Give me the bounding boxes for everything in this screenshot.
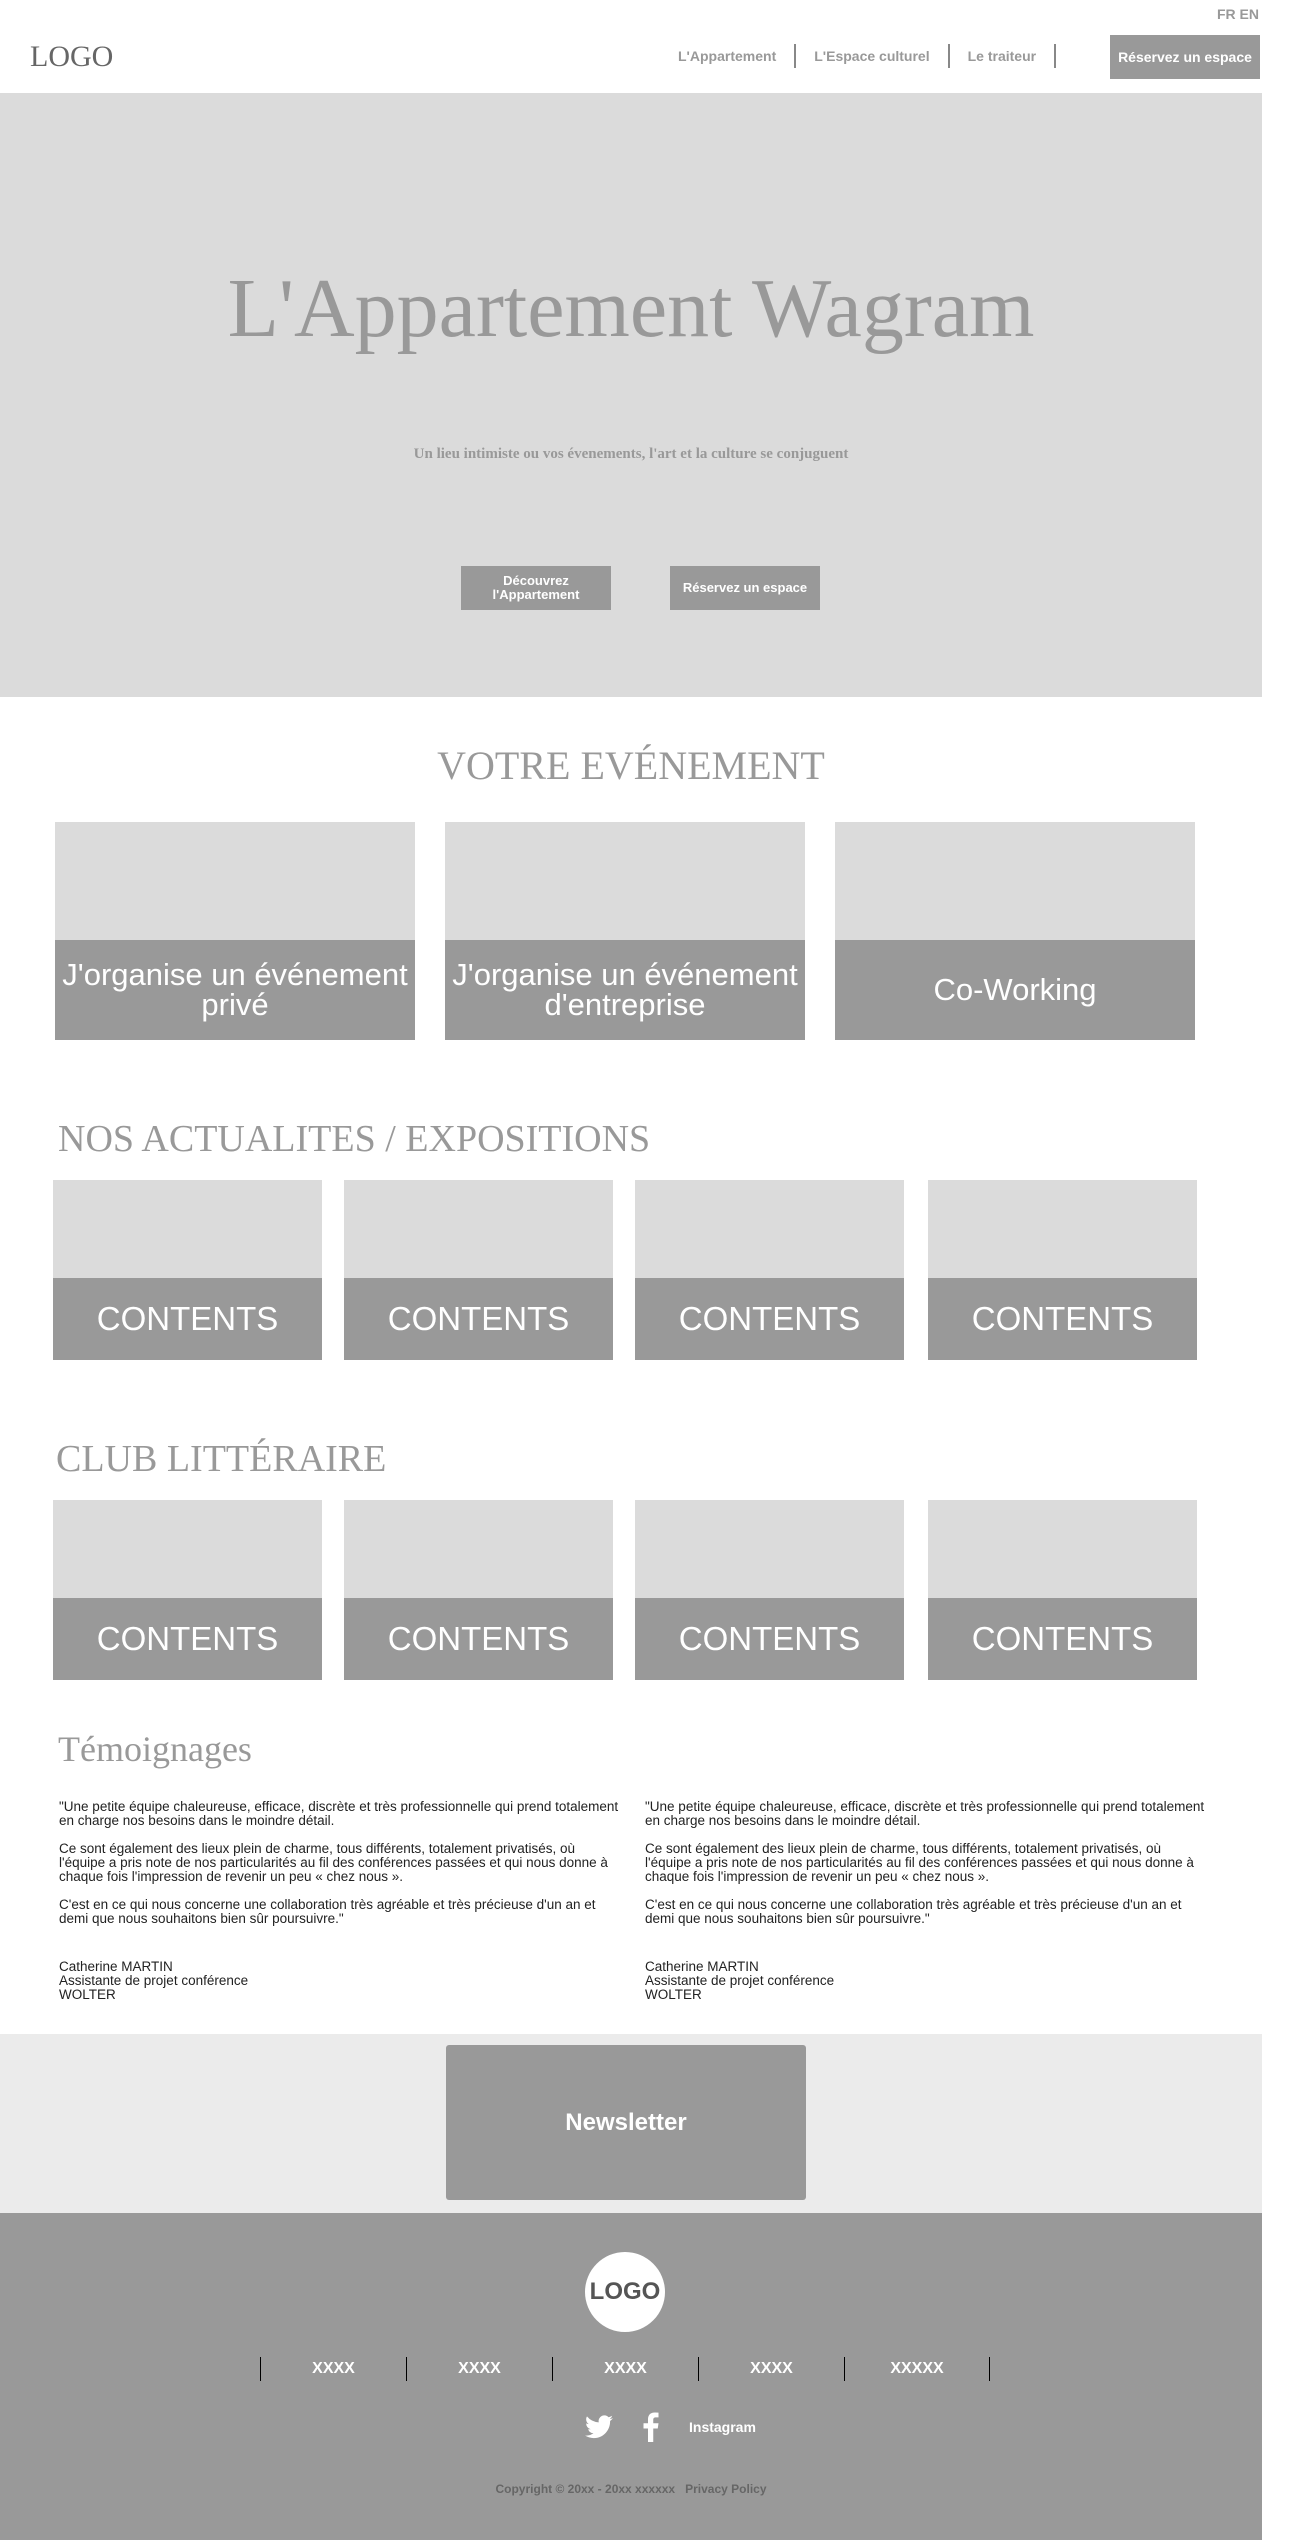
card-label: CONTENTS xyxy=(344,1598,613,1680)
testimonial-text: Ce sont également des lieux plein de cha… xyxy=(59,1841,608,1884)
footer-link[interactable]: XXXX xyxy=(406,2357,552,2381)
testimonials-title: Témoignages xyxy=(58,1729,252,1769)
copyright: Copyright © 20xx - 20xx xxxxxx Privacy P… xyxy=(0,2482,1262,2496)
card-label: CONTENTS xyxy=(344,1278,613,1360)
events-title: VOTRE EVÉNEMENT xyxy=(437,743,825,788)
footer-logo[interactable]: LOGO xyxy=(585,2252,665,2332)
event-card-private[interactable]: J'organise un événement privé xyxy=(55,822,415,1040)
copyright-text: Copyright © 20xx - 20xx xxxxxx xyxy=(495,2482,676,2496)
testimonial: "Une petite équipe chaleureuse, efficace… xyxy=(645,1800,1205,2002)
club-card[interactable]: CONTENTS xyxy=(53,1500,322,1680)
card-label: CONTENTS xyxy=(53,1598,322,1680)
card-label: CONTENTS xyxy=(635,1598,904,1680)
news-card[interactable]: CONTENTS xyxy=(928,1180,1197,1360)
hero-subtitle: Un lieu intimiste ou vos évenements, l'a… xyxy=(413,446,849,462)
card-label: CONTENTS xyxy=(928,1278,1197,1360)
hero-title: L'Appartement Wagram xyxy=(227,262,1035,355)
footer-link[interactable]: XXXX xyxy=(698,2357,844,2381)
testimonial-role: Assistante de projet conférence xyxy=(645,1973,835,1988)
event-card-coworking[interactable]: Co-Working xyxy=(835,822,1195,1040)
footer-link[interactable]: XXXX xyxy=(260,2357,406,2381)
card-label: CONTENTS xyxy=(635,1278,904,1360)
event-card-label: J'organise un événement privé xyxy=(55,940,415,1040)
testimonial-text: Ce sont également des lieux plein de cha… xyxy=(645,1841,1194,1884)
card-label: CONTENTS xyxy=(928,1598,1197,1680)
main-nav: L'Appartement L'Espace culturel Le trait… xyxy=(660,44,1057,68)
instagram-link[interactable]: Instagram xyxy=(689,2419,756,2435)
social-links: Instagram xyxy=(585,2412,756,2442)
event-card-label: J'organise un événement d'entreprise xyxy=(445,940,805,1040)
club-card[interactable]: CONTENTS xyxy=(635,1500,904,1680)
testimonial-author: Catherine MARTIN xyxy=(59,1959,173,1974)
testimonial-text: "Une petite équipe chaleureuse, efficace… xyxy=(59,1799,619,1828)
testimonial-company: WOLTER xyxy=(59,1987,116,2002)
testimonial-text: "Une petite équipe chaleureuse, efficace… xyxy=(645,1799,1205,1828)
discover-button[interactable]: Découvrez l'Appartement xyxy=(461,566,611,610)
facebook-icon[interactable] xyxy=(643,2412,659,2442)
language-switcher[interactable]: FR EN xyxy=(1217,6,1259,22)
logo[interactable]: LOGO xyxy=(30,40,114,73)
news-card[interactable]: CONTENTS xyxy=(53,1180,322,1360)
footer-link[interactable]: XXXX xyxy=(552,2357,698,2381)
club-card[interactable]: CONTENTS xyxy=(928,1500,1197,1680)
privacy-policy-link[interactable]: Privacy Policy xyxy=(685,2482,767,2496)
testimonial-text: C'est en ce qui nous concerne une collab… xyxy=(59,1897,596,1926)
news-card[interactable]: CONTENTS xyxy=(635,1180,904,1360)
card-label: CONTENTS xyxy=(53,1278,322,1360)
testimonial-text: C'est en ce qui nous concerne une collab… xyxy=(645,1897,1182,1926)
news-card[interactable]: CONTENTS xyxy=(344,1180,613,1360)
event-card-label: Co-Working xyxy=(835,940,1195,1040)
club-title: CLUB LITTÉRAIRE xyxy=(56,1438,387,1480)
club-card[interactable]: CONTENTS xyxy=(344,1500,613,1680)
testimonial-author: Catherine MARTIN xyxy=(645,1959,759,1974)
nav-espace-culturel[interactable]: L'Espace culturel xyxy=(796,44,950,68)
footer-link[interactable]: XXXXX xyxy=(844,2357,990,2381)
newsletter-button[interactable]: Newsletter xyxy=(446,2045,806,2200)
testimonial: "Une petite équipe chaleureuse, efficace… xyxy=(59,1800,619,2002)
event-card-business[interactable]: J'organise un événement d'entreprise xyxy=(445,822,805,1040)
nav-traiteur[interactable]: Le traiteur xyxy=(950,44,1057,68)
news-title: NOS ACTUALITES / EXPOSITIONS xyxy=(58,1118,651,1160)
testimonial-role: Assistante de projet conférence xyxy=(59,1973,249,1988)
hero-reserve-button[interactable]: Réservez un espace xyxy=(670,566,820,610)
reserve-button[interactable]: Réservez un espace xyxy=(1110,35,1260,79)
twitter-icon[interactable] xyxy=(585,2415,613,2439)
nav-appartement[interactable]: L'Appartement xyxy=(660,44,797,68)
footer-links: XXXX XXXX XXXX XXXX XXXXX xyxy=(260,2357,990,2381)
testimonial-company: WOLTER xyxy=(645,1987,702,2002)
hero: L'Appartement Wagram Un lieu intimiste o… xyxy=(0,93,1262,697)
